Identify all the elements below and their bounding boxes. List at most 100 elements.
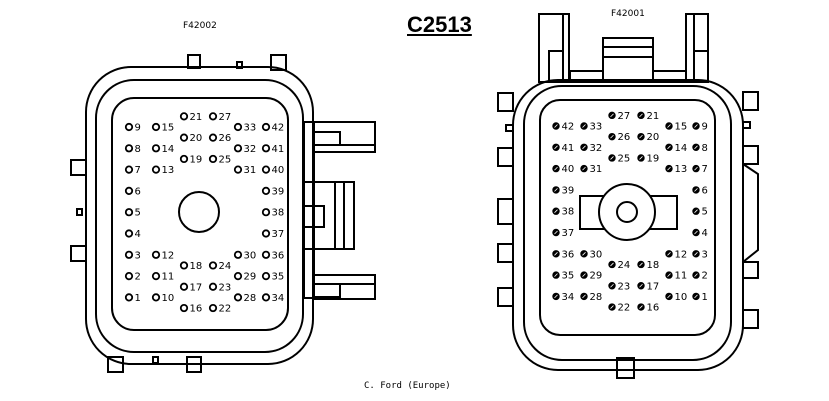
pin-number: 37 bbox=[272, 229, 285, 240]
pin-number: 41 bbox=[562, 143, 575, 154]
pin-number: 28 bbox=[244, 293, 257, 304]
left-bottom-small-tab bbox=[152, 356, 159, 364]
pin-35: 35 bbox=[552, 271, 574, 282]
pin-number: 25 bbox=[219, 154, 232, 165]
pin-22: 22 bbox=[608, 303, 630, 314]
pin-hatch bbox=[554, 166, 558, 171]
pin-number: 13 bbox=[162, 165, 175, 176]
pin-number: 12 bbox=[675, 249, 688, 260]
pin-number: 29 bbox=[244, 272, 257, 283]
pin-number: 31 bbox=[590, 164, 603, 175]
pin-hatch bbox=[694, 188, 698, 192]
pin-open-icon bbox=[233, 165, 243, 174]
pin-open-icon bbox=[179, 112, 189, 121]
pin-number: 10 bbox=[675, 292, 688, 303]
pin-number: 16 bbox=[647, 303, 660, 314]
pin-number: 36 bbox=[562, 249, 575, 260]
pin-34: 34 bbox=[261, 293, 285, 304]
pin-open-icon bbox=[124, 208, 134, 217]
pin-15: 15 bbox=[151, 122, 175, 134]
pin-number: 27 bbox=[219, 112, 232, 123]
right-right-tab bbox=[742, 261, 759, 279]
pin-number: 7 bbox=[135, 165, 141, 176]
pin-12: 12 bbox=[151, 250, 174, 261]
pin-27: 27 bbox=[208, 112, 232, 123]
pin-13: 13 bbox=[151, 165, 175, 176]
pin-number: 5 bbox=[135, 208, 141, 219]
pin-hatch bbox=[582, 145, 586, 150]
pin-number: 6 bbox=[135, 186, 141, 197]
pin-number: 4 bbox=[702, 228, 708, 239]
pin-number: 3 bbox=[135, 250, 141, 261]
pin-37: 37 bbox=[261, 229, 285, 240]
left-pin-field: 9876543211514131211102120191817162726252… bbox=[124, 112, 285, 315]
pin-open-icon bbox=[124, 144, 134, 153]
pin-number: 15 bbox=[162, 123, 175, 134]
pin-number: 30 bbox=[590, 249, 603, 260]
pin-open-icon bbox=[261, 229, 271, 238]
left-top-tab bbox=[187, 54, 201, 69]
connector-label-right: F42001 bbox=[611, 9, 645, 19]
pin-hatch bbox=[667, 273, 671, 277]
right-left-tab bbox=[497, 92, 514, 112]
pin-28: 28 bbox=[233, 293, 257, 304]
pin-number: 27 bbox=[618, 111, 631, 122]
pin-10: 10 bbox=[665, 292, 688, 303]
pin-number: 5 bbox=[702, 207, 708, 218]
pin-14: 14 bbox=[665, 143, 688, 154]
pin-hatch bbox=[610, 283, 614, 288]
pin-number: 19 bbox=[190, 154, 203, 165]
pin-42: 42 bbox=[261, 123, 284, 134]
pin-open-icon bbox=[179, 133, 189, 142]
pin-27: 27 bbox=[608, 111, 631, 122]
pin-number: 11 bbox=[675, 271, 688, 282]
pin-number: 41 bbox=[272, 144, 285, 155]
pin-number: 38 bbox=[562, 207, 575, 218]
right-left-small-tab bbox=[505, 124, 514, 132]
pin-number: 14 bbox=[675, 143, 688, 154]
pin-18: 18 bbox=[179, 261, 202, 272]
pin-22: 22 bbox=[208, 304, 231, 315]
pin-open-icon bbox=[179, 282, 189, 291]
pin-number: 25 bbox=[618, 153, 631, 164]
left-top-tab bbox=[270, 54, 287, 71]
pin-6: 6 bbox=[124, 186, 141, 197]
pin-open-icon bbox=[124, 186, 134, 195]
pin-open-icon bbox=[124, 122, 134, 132]
pin-number: 1 bbox=[702, 292, 708, 303]
pin-open-icon bbox=[208, 261, 218, 270]
pin-hatch bbox=[639, 113, 643, 118]
pin-17: 17 bbox=[179, 282, 202, 293]
pin-32: 32 bbox=[233, 144, 256, 155]
pin-hatch bbox=[639, 134, 643, 139]
pin-open-icon bbox=[151, 122, 161, 132]
pin-hatch bbox=[582, 124, 586, 128]
pin-hatch bbox=[610, 262, 614, 267]
pin-24: 24 bbox=[208, 261, 231, 272]
pin-number: 33 bbox=[244, 123, 257, 134]
right-pin-field: 4241403938373635343332313029282726252423… bbox=[552, 111, 708, 314]
pin-number: 21 bbox=[647, 111, 660, 122]
pin-number: 29 bbox=[590, 271, 603, 282]
pin-30: 30 bbox=[580, 249, 603, 260]
pin-23: 23 bbox=[208, 282, 231, 293]
pin-number: 35 bbox=[272, 272, 285, 283]
pin-hatch bbox=[639, 262, 643, 267]
pin-number: 34 bbox=[272, 293, 285, 304]
pin-7: 7 bbox=[692, 164, 708, 175]
pin-hatch bbox=[639, 305, 643, 309]
left-side-tab bbox=[70, 245, 87, 262]
pin-number: 8 bbox=[702, 143, 708, 154]
pin-number: 18 bbox=[647, 260, 660, 271]
pin-6: 6 bbox=[692, 185, 708, 196]
right-center-key bbox=[579, 183, 678, 241]
pin-39: 39 bbox=[552, 185, 574, 196]
left-bottom-tab bbox=[186, 356, 202, 373]
pin-hatch bbox=[694, 209, 698, 213]
pin-number: 38 bbox=[272, 208, 285, 219]
pin-40: 40 bbox=[261, 165, 284, 176]
pin-open-icon bbox=[179, 154, 189, 164]
right-right-small-tab bbox=[742, 121, 751, 129]
pin-2: 2 bbox=[692, 271, 708, 282]
pin-hatch bbox=[610, 113, 614, 118]
